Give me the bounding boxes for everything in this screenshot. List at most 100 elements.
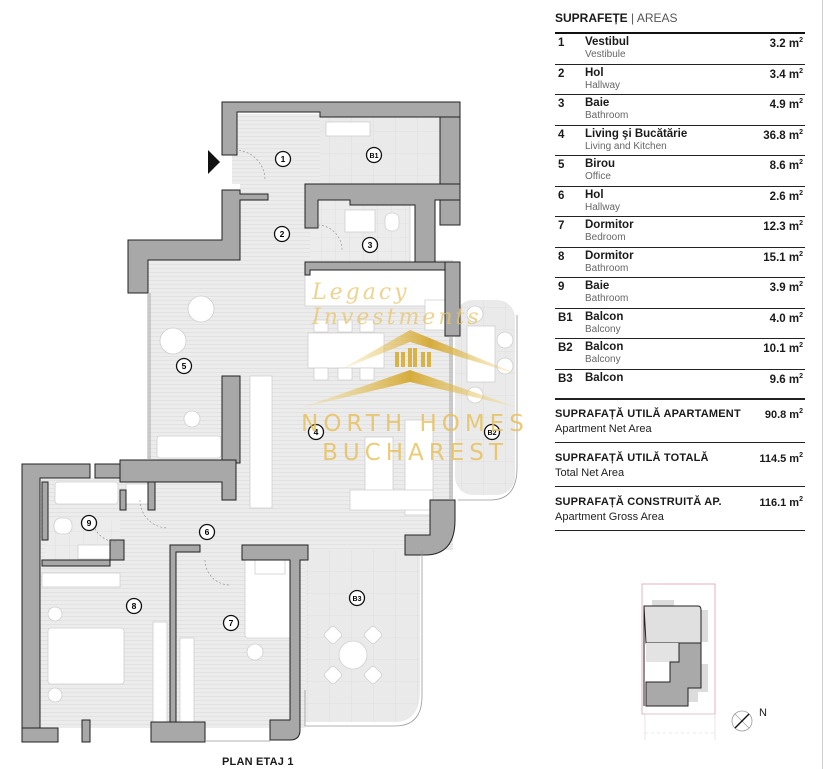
room-area: 2.6 m2 — [769, 189, 803, 203]
room-name-en: Hallway — [585, 79, 621, 91]
furniture — [41, 121, 514, 733]
svg-text:B2: B2 — [488, 430, 497, 437]
north-compass-icon — [730, 705, 758, 738]
room-area: 8.6 m2 — [769, 159, 803, 172]
room-name-en: Hallway — [585, 201, 621, 213]
room-marker: 4 — [307, 423, 325, 441]
room-name-en: Bathroom — [585, 262, 629, 274]
room-marker: B3 — [348, 589, 366, 607]
room-marker: 5 — [175, 357, 193, 375]
total-label-ro: SUPRAFAȚĂ CONSTRUITĂ AP. — [555, 496, 722, 508]
room-area: 12.3 m2 — [763, 220, 803, 233]
room-name-en: Bathroom — [585, 293, 629, 304]
room-number: 9 — [558, 281, 565, 293]
room-name-en: Vestibule — [585, 49, 626, 60]
svg-text:8: 8 — [132, 601, 137, 611]
room-name-en: Balcony — [585, 354, 621, 365]
room-name-ro: Balcon — [585, 371, 624, 384]
walls — [21, 101, 461, 743]
key-plan-drawing — [641, 583, 716, 753]
room-name-ro: Dormitor — [585, 249, 634, 262]
svg-text:B3: B3 — [353, 596, 362, 603]
watermark-logo — [300, 330, 520, 408]
key-plan — [620, 570, 720, 753]
areas-title-ro: SUPRAFEȚE — [555, 11, 628, 25]
total-value: 114.5 m2 — [759, 452, 803, 465]
svg-text:2: 2 — [280, 229, 285, 239]
areas-title-en: AREAS — [636, 11, 678, 25]
room-number: B2 — [558, 342, 573, 354]
svg-text:B1: B1 — [370, 153, 379, 160]
room-name-ro: Hol — [585, 66, 604, 79]
total-label-en: Total Net Area — [555, 467, 625, 479]
room-area: 15.1 m2 — [763, 250, 803, 264]
room-marker: 1 — [274, 150, 292, 168]
svg-text:6: 6 — [205, 527, 210, 537]
svg-text:5: 5 — [182, 361, 187, 371]
room-markers: 1 B1 2 3 5 4 B2 9 6 8 7 B3 — [80, 146, 501, 632]
svg-text:3: 3 — [368, 240, 373, 250]
total-label-en: Apartment Net Area — [555, 423, 652, 435]
room-number: 2 — [558, 67, 565, 80]
watermark-brand: NORTH HOMES BUCHAREST — [300, 410, 530, 468]
room-name-ro: Birou — [585, 158, 616, 170]
room-marker: B1 — [365, 146, 383, 164]
room-name-ro: Baie — [585, 97, 610, 109]
plan-title: PLAN ETAJ 1 — [222, 756, 294, 768]
windows — [147, 293, 518, 742]
north-label: N — [759, 707, 767, 719]
room-marker: 2 — [273, 225, 291, 243]
room-number: B3 — [558, 372, 573, 385]
room-area: 3.9 m2 — [769, 281, 803, 294]
room-name-en: Living and Kitchen — [585, 140, 667, 152]
room-name-ro: Dormitor — [585, 219, 634, 231]
room-name-en: Bathroom — [585, 110, 629, 121]
page-divider — [822, 0, 823, 769]
room-marker: B2 — [483, 423, 501, 441]
room-name-ro: Vestibul — [585, 36, 630, 48]
room-name-en: Bedroom — [585, 232, 626, 243]
total-label-en: Apartment Gross Area — [555, 511, 664, 523]
room-name-ro: Living şi Bucătărie — [585, 127, 688, 140]
room-marker: 8 — [125, 597, 143, 615]
room-number: 8 — [558, 250, 565, 263]
room-area: 3.2 m2 — [769, 37, 803, 50]
entrance-arrow-icon — [208, 150, 220, 174]
room-number: 4 — [558, 128, 565, 141]
svg-text:7: 7 — [229, 618, 234, 628]
room-name-ro: Baie — [585, 280, 610, 292]
room-number: 7 — [558, 220, 565, 232]
total-row: SUPRAFAȚĂ CONSTRUITĂ AP. Apartment Gross … — [555, 487, 805, 531]
svg-text:4: 4 — [314, 427, 319, 437]
room-name-ro: Balcon — [585, 341, 624, 353]
room-number: B1 — [558, 311, 573, 324]
areas-title-separator: | — [627, 11, 637, 25]
room-name-en: Office — [585, 171, 611, 182]
room-marker: 6 — [198, 523, 216, 541]
room-number: 1 — [558, 37, 565, 49]
room-area: 4.0 m2 — [769, 311, 803, 325]
room-number: 5 — [558, 159, 565, 171]
total-label-ro: SUPRAFAȚĂ UTILĂ TOTALĂ — [555, 452, 709, 464]
room-marker: 9 — [80, 514, 98, 532]
svg-text:1: 1 — [281, 154, 286, 164]
room-area: 3.4 m2 — [769, 67, 803, 81]
room-name-en: Balcony — [585, 323, 621, 335]
total-value: 90.8 m2 — [764, 408, 803, 421]
total-row: SUPRAFAȚĂ UTILĂ TOTALĂ Total Net Area 114.… — [555, 443, 805, 487]
watermark-brand-line2: BUCHAREST — [322, 440, 508, 466]
room-area: 9.6 m2 — [769, 372, 803, 386]
